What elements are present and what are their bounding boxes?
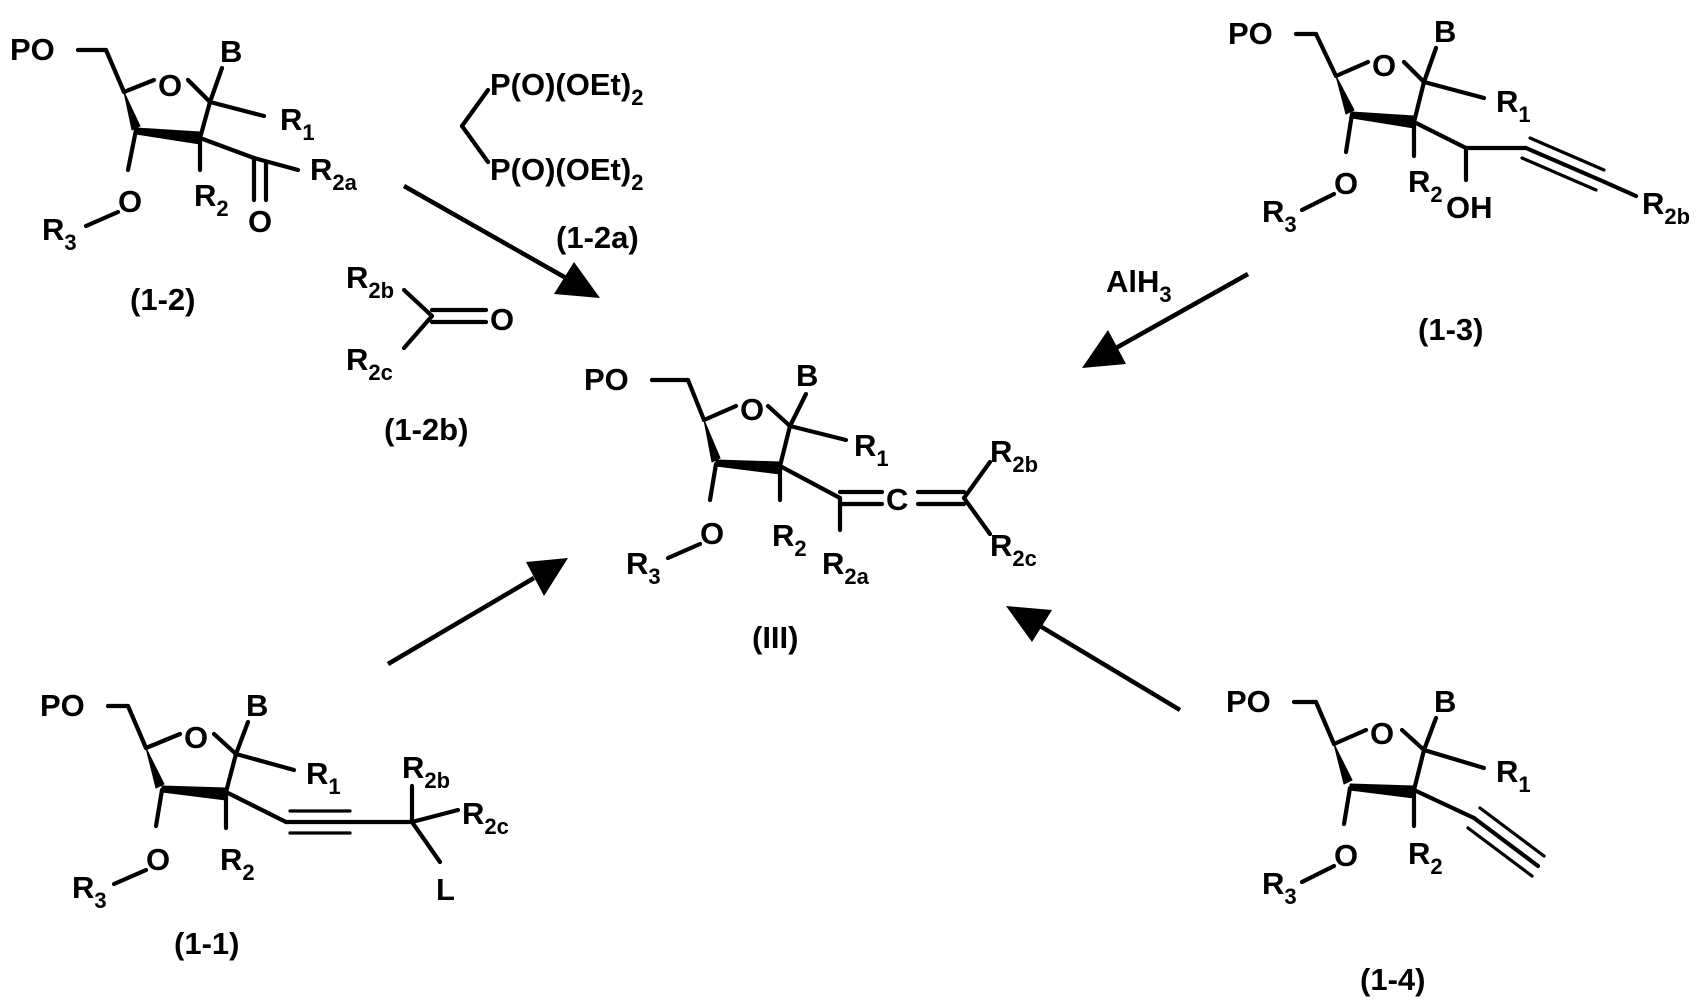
base-label: B <box>246 688 268 723</box>
r2c-label: R2c <box>990 528 1037 571</box>
po-label: PO <box>584 362 629 397</box>
r2b-label: R2b <box>990 434 1038 477</box>
po-label: PO <box>10 32 55 67</box>
base-label: B <box>796 358 818 393</box>
phosphonate-top: P(O)(OEt)2 <box>490 67 643 110</box>
compound-1-2: PO O B R1 O R3 R2 R2a O (1-2) <box>10 32 358 317</box>
ring-oxygen: O <box>1372 48 1396 83</box>
po-label: PO <box>1228 16 1273 51</box>
o3-label: O <box>700 516 724 551</box>
compound-id: (1-2b) <box>384 412 468 447</box>
compound-id: (1-2) <box>130 282 195 317</box>
r3-label: R3 <box>1262 866 1297 909</box>
po-label: PO <box>1226 684 1271 719</box>
r2b-label: R2b <box>402 750 450 793</box>
r1-label: R1 <box>306 756 341 799</box>
r3-label: R3 <box>42 212 77 255</box>
r1-label: R1 <box>280 102 315 145</box>
r2-label: R2 <box>772 518 807 561</box>
arrow-from-1-1 <box>388 558 568 664</box>
r2c-label: R2c <box>462 796 509 839</box>
compound-id: (1-4) <box>1360 962 1425 997</box>
compound-1-4: PO O B R1 O R3 R2 (1-4) <box>1226 684 1544 997</box>
base-label: B <box>220 34 242 69</box>
allene-center-carbon: C <box>886 482 908 517</box>
base-label: B <box>1434 14 1456 49</box>
reagent-1-2a: P(O)(OEt)2 P(O)(OEt)2 (1-2a) <box>462 67 643 255</box>
product-iii: PO O B R1 O R3 R2 C R2a R2b R2c (III) <box>584 358 1038 655</box>
compound-1-3: PO O B R1 O R3 R2 OH R2b (1-3) <box>1228 14 1690 347</box>
r2b-label: R2b <box>1642 186 1690 229</box>
r3-label: R3 <box>72 870 107 913</box>
o3-label: O <box>118 184 142 219</box>
compound-id: (1-1) <box>174 926 239 961</box>
reagent-1-2b: R2b O R2c (1-2b) <box>346 260 514 447</box>
o3-label: O <box>146 842 170 877</box>
r3-label: R3 <box>626 546 661 589</box>
r2a-label: R2a <box>822 546 870 589</box>
leaving-group-label: L <box>436 872 455 907</box>
ring-oxygen: O <box>740 392 764 427</box>
r2b-label: R2b <box>346 260 394 303</box>
po-label: PO <box>40 688 85 723</box>
ring-oxygen: O <box>1370 716 1394 751</box>
o3-label: O <box>1334 838 1358 873</box>
compound-id: (III) <box>752 620 799 655</box>
compound-1-1: PO O B R1 O R3 R2 R2b R2c L (1-1) <box>40 688 509 961</box>
compound-id: (1-3) <box>1418 312 1483 347</box>
r2a-label: R2a <box>310 152 358 195</box>
compound-id: (1-2a) <box>556 220 639 255</box>
base-label: B <box>1434 684 1456 719</box>
ring-oxygen: O <box>158 68 182 103</box>
r2-label: R2 <box>1408 164 1443 207</box>
carbonyl-oxygen: O <box>490 302 514 337</box>
arrow-from-1-4 <box>1006 606 1180 710</box>
phosphonate-bottom: P(O)(OEt)2 <box>490 152 643 195</box>
o3-label: O <box>1334 166 1358 201</box>
r2-label: R2 <box>220 842 255 885</box>
r2-label: R2 <box>1408 836 1443 879</box>
carbonyl-oxygen: O <box>248 204 272 239</box>
reagent-alh3: AlH3 <box>1106 264 1172 307</box>
r2c-label: R2c <box>346 342 393 385</box>
r3-label: R3 <box>1262 194 1297 237</box>
ring-oxygen: O <box>184 720 208 755</box>
r1-label: R1 <box>1496 754 1531 797</box>
r1-label: R1 <box>1496 84 1531 127</box>
hydroxyl-label: OH <box>1446 190 1493 225</box>
r1-label: R1 <box>854 428 889 471</box>
r2-label: R2 <box>194 178 229 221</box>
